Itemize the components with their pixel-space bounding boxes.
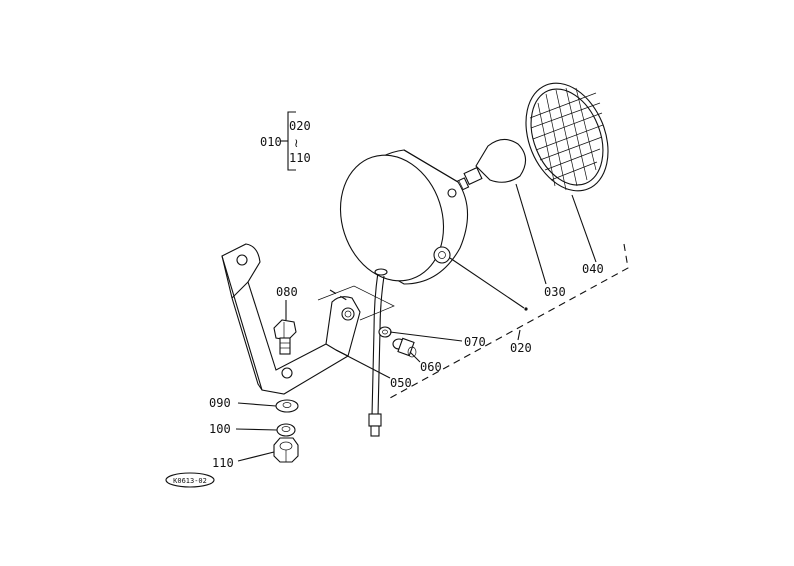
drawing-code-stamp: K0613-02 (165, 472, 215, 488)
part-label-030: 030 (544, 285, 566, 299)
leader-lines (235, 183, 597, 462)
group-parent-number: 010 (260, 135, 282, 149)
part-label-060: 060 (420, 360, 442, 374)
washer-090 (275, 399, 299, 413)
leader-020-housing (449, 257, 525, 309)
part-label-020: 020 (510, 341, 532, 355)
leader-020 (517, 329, 521, 341)
lamp-bulb (452, 138, 527, 193)
part-label-080: 080 (276, 285, 298, 299)
leader-110 (237, 451, 275, 462)
part-label-040: 040 (582, 262, 604, 276)
part-label-100: 100 (209, 422, 231, 436)
leader-040 (571, 194, 597, 263)
lamp-housing (339, 149, 469, 285)
washer-070 (378, 326, 392, 338)
group-from-number: 020 (289, 119, 311, 133)
bolt-060 (392, 337, 417, 358)
part-label-110: 110 (212, 456, 234, 470)
bolt-080 (273, 319, 297, 355)
part-label-050: 050 (390, 376, 412, 390)
drawing-code: K0613-02 (173, 477, 207, 485)
group-bracket-010: 010 020 ≀ 110 (260, 111, 311, 171)
lamp-cable (368, 268, 388, 437)
leader-100 (235, 428, 278, 431)
lamp-lens (525, 82, 609, 192)
group-to-number: 110 (289, 151, 311, 165)
leader-060 (409, 351, 421, 363)
group-range-mark: ≀ (294, 136, 299, 150)
nut-110 (273, 437, 299, 463)
leader-090 (237, 402, 277, 407)
leader-070 (389, 331, 463, 342)
leader-030 (515, 183, 547, 285)
part-label-070: 070 (464, 335, 486, 349)
assembly-outline-020 (329, 243, 629, 399)
leader-050 (335, 349, 391, 379)
part-label-090: 090 (209, 396, 231, 410)
part-labels: 040 030 020 070 060 050 080 090 100 110 (209, 262, 604, 470)
spring-washer-100 (276, 423, 296, 437)
